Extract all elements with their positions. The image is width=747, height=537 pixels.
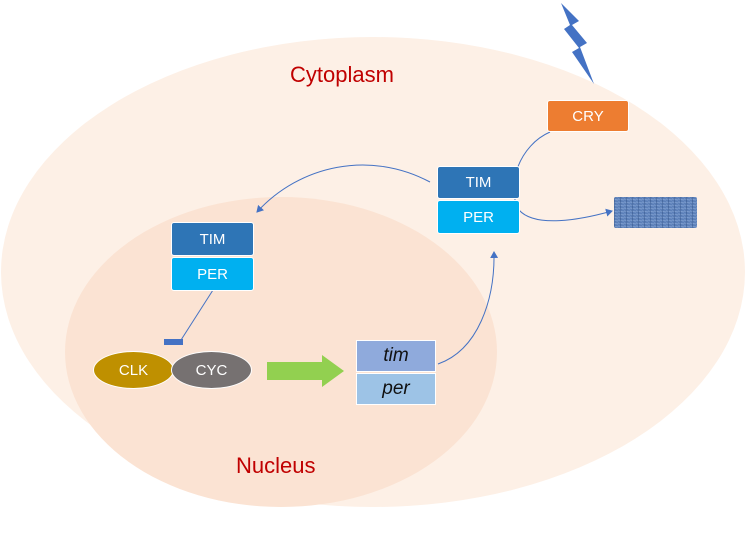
inhibition-line <box>180 289 214 341</box>
per-protein-cytoplasm: PER <box>437 200 520 234</box>
tim-gene: tim <box>356 340 436 372</box>
cyc-protein: CYC <box>171 351 252 389</box>
clk-protein: CLK <box>93 351 174 389</box>
block-arrow-icon <box>267 355 344 387</box>
inhibition-bar-icon <box>164 339 183 345</box>
tim-protein-cytoplasm: TIM <box>437 166 520 199</box>
cytoplasm-label: Cytoplasm <box>290 62 394 87</box>
tim-protein-nucleus: TIM <box>171 222 254 256</box>
export-arrow <box>437 251 499 365</box>
nucleus-label: Nucleus <box>236 453 316 478</box>
import-arrow <box>256 164 431 213</box>
cry-protein: CRY <box>547 100 629 132</box>
per-gene: per <box>356 373 436 405</box>
lightning-bolt-icon <box>561 3 594 84</box>
per-protein-nucleus: PER <box>171 257 254 291</box>
degraded-protein-icon <box>614 197 697 228</box>
